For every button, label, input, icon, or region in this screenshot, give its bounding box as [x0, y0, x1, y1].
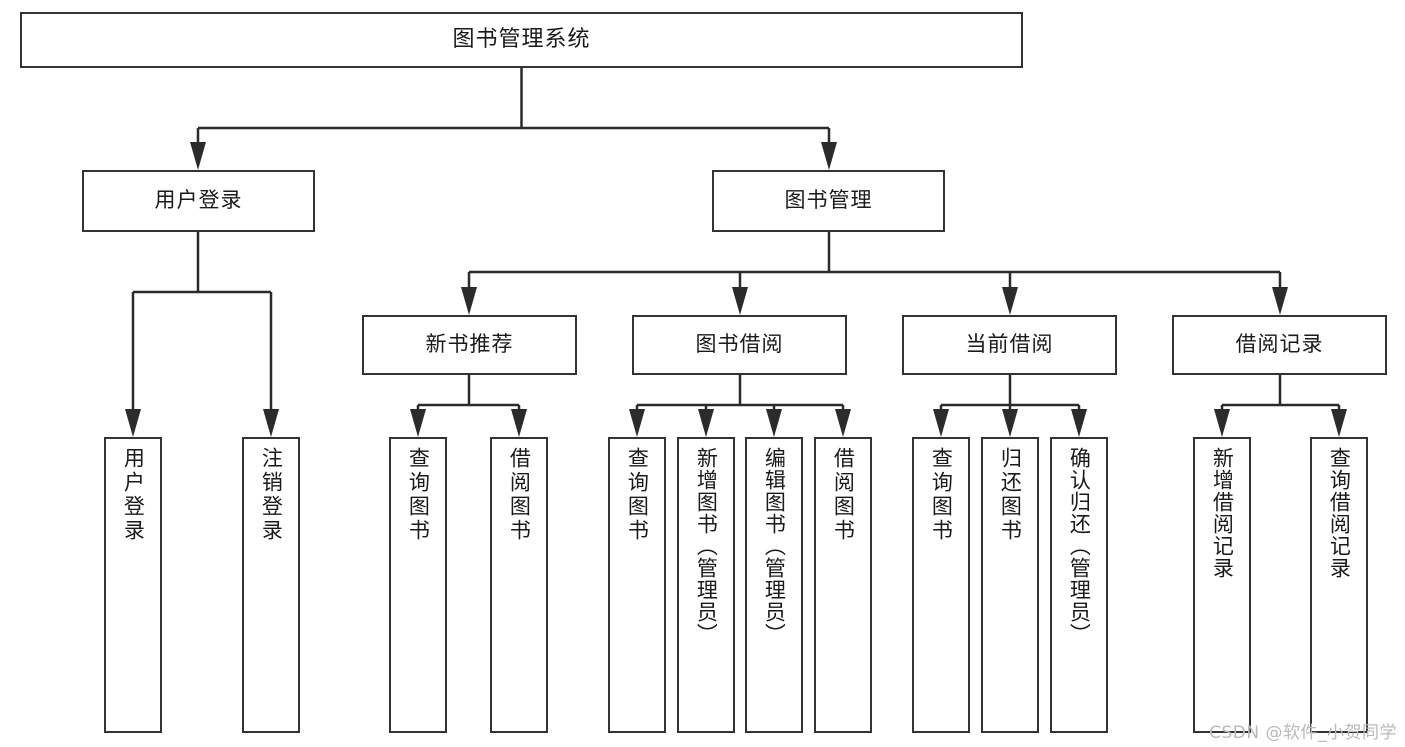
- node-label: 借阅图书: [831, 447, 856, 543]
- arrowhead-new-book-recommend: [461, 287, 477, 315]
- node-label: 用户登录: [121, 447, 146, 543]
- node-leaf-edit-book-admin[interactable]: 编辑图书（管理员）: [745, 437, 803, 733]
- arrowhead-leaf-query-book-3: [933, 409, 949, 437]
- node-label: 用户登录: [154, 188, 243, 213]
- node-leaf-query-book-current[interactable]: 查询图书: [912, 437, 970, 733]
- arrowhead-leaf-add-book: [698, 409, 714, 437]
- node-leaf-user-login[interactable]: 用户登录: [104, 437, 162, 733]
- arrowhead-current-borrow: [1002, 287, 1018, 315]
- node-label: 归还图书: [998, 447, 1023, 543]
- arrowhead-user-login: [190, 142, 206, 170]
- arrowhead-borrow-record: [1272, 287, 1288, 315]
- node-new-book-recommend[interactable]: 新书推荐: [362, 315, 577, 375]
- node-label: 确认归还（管理员）: [1067, 447, 1092, 645]
- node-label: 新书推荐: [425, 332, 514, 357]
- node-leaf-borrow-book-borrow[interactable]: 借阅图书: [814, 437, 872, 733]
- node-leaf-borrow-book-recommend[interactable]: 借阅图书: [490, 437, 548, 733]
- csdn-watermark: CSDN @软件_小贺同学: [1209, 723, 1397, 743]
- node-leaf-return-book[interactable]: 归还图书: [981, 437, 1039, 733]
- arrowhead-leaf-return-book: [1002, 409, 1018, 437]
- node-book-manage[interactable]: 图书管理: [712, 170, 945, 232]
- arrowhead-leaf-query-book-1: [410, 409, 426, 437]
- node-leaf-add-borrow-record[interactable]: 新增借阅记录: [1193, 437, 1251, 733]
- node-borrow-record[interactable]: 借阅记录: [1172, 315, 1387, 375]
- node-leaf-user-logout[interactable]: 注销登录: [242, 437, 300, 733]
- node-label: 图书管理系统: [452, 26, 591, 52]
- arrowhead-leaf-user-login: [125, 409, 141, 437]
- node-user-login[interactable]: 用户登录: [82, 170, 315, 232]
- arrowhead-book-manage: [821, 142, 837, 170]
- arrowhead-leaf-borrow-book-2: [835, 409, 851, 437]
- node-label: 图书管理: [784, 188, 873, 213]
- node-current-borrow[interactable]: 当前借阅: [902, 315, 1117, 375]
- node-label: 查询图书: [929, 447, 954, 543]
- node-label: 借阅记录: [1235, 332, 1324, 357]
- node-leaf-confirm-return-admin[interactable]: 确认归还（管理员）: [1050, 437, 1108, 733]
- arrowhead-leaf-query-book-2: [629, 409, 645, 437]
- node-leaf-add-book-admin[interactable]: 新增图书（管理员）: [677, 437, 735, 733]
- node-label: 查询图书: [625, 447, 650, 543]
- arrowhead-leaf-edit-book: [766, 409, 782, 437]
- node-label: 新增借阅记录: [1210, 447, 1235, 579]
- arrowhead-leaf-confirm-return: [1071, 409, 1087, 437]
- arrowhead-leaf-add-record: [1214, 409, 1230, 437]
- node-label: 编辑图书（管理员）: [762, 447, 787, 645]
- node-label: 查询借阅记录: [1327, 447, 1352, 579]
- node-label: 当前借阅: [965, 332, 1054, 357]
- node-leaf-query-borrow-record[interactable]: 查询借阅记录: [1310, 437, 1368, 733]
- node-leaf-query-book-recommend[interactable]: 查询图书: [389, 437, 447, 733]
- arrowhead-book-borrow: [732, 287, 748, 315]
- node-label: 注销登录: [259, 447, 284, 543]
- node-root-book-management-system[interactable]: 图书管理系统: [20, 12, 1023, 68]
- node-label: 借阅图书: [507, 447, 532, 543]
- node-book-borrow[interactable]: 图书借阅: [632, 315, 847, 375]
- node-leaf-query-book-borrow[interactable]: 查询图书: [608, 437, 666, 733]
- arrowhead-leaf-user-logout: [263, 409, 279, 437]
- arrowhead-leaf-query-record: [1331, 409, 1347, 437]
- node-label: 新增图书（管理员）: [694, 447, 719, 645]
- node-label: 查询图书: [406, 447, 431, 543]
- arrowhead-leaf-borrow-book-1: [511, 409, 527, 437]
- node-label: 图书借阅: [695, 332, 784, 357]
